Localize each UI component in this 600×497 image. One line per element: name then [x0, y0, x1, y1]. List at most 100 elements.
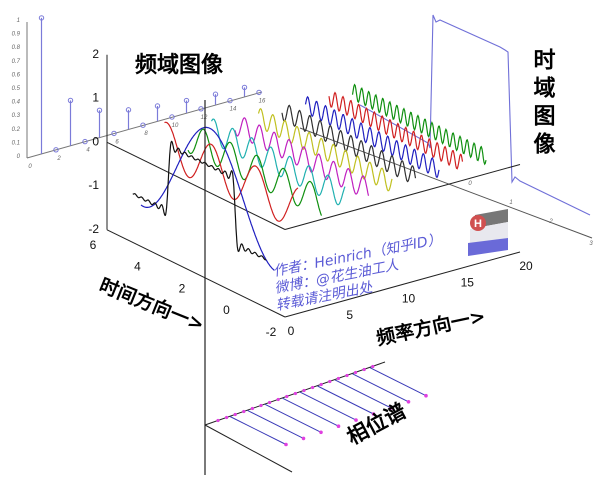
phase-stem-marker — [406, 400, 411, 404]
time-domain-signal-line — [359, 14, 591, 216]
frequency-tick: 10 — [402, 292, 416, 306]
magnitude-stem-marker — [111, 130, 117, 137]
magnitude-x-tick: 6 — [115, 139, 119, 145]
frequency-tick: 0 — [288, 324, 295, 338]
phase-stem-marker — [389, 406, 393, 410]
magnitude-stem-marker — [38, 15, 45, 21]
time-plot-x-tick: 0 — [468, 181, 472, 187]
time-direction-label: 时间方向一> — [96, 273, 207, 336]
phase-point — [250, 406, 254, 411]
time-domain-title: 时域图像 — [530, 48, 556, 160]
phase-stem — [334, 379, 392, 409]
frequency-axis — [284, 251, 521, 318]
magnitude-y-tick: 0.3 — [12, 113, 21, 119]
svg-text:时域图像: 时域图像 — [530, 48, 556, 160]
phase-point — [302, 388, 306, 393]
phase-stem-marker — [336, 424, 341, 429]
harmonic-sine-wave — [234, 117, 370, 196]
phase-stem — [247, 409, 304, 439]
time-tick: 6 — [90, 238, 97, 252]
phase-time-axis — [204, 424, 293, 473]
frequency-tick: 5 — [346, 308, 353, 322]
phase-point — [371, 364, 375, 369]
magnitude-stem-marker — [183, 97, 190, 104]
phase-stem-marker — [371, 412, 376, 416]
magnitude-y-tick: 0.7 — [12, 59, 21, 65]
magnitude-y-tick: 0.9 — [12, 32, 21, 38]
phase-stem — [264, 403, 322, 433]
phase-stem-marker — [354, 418, 358, 422]
phase-point — [319, 382, 323, 387]
magnitude-x-tick: 16 — [259, 98, 266, 104]
magnitude-x-tick: 2 — [56, 156, 61, 162]
magnitude-stem-marker — [169, 114, 175, 120]
harmonic-sine-wave — [210, 118, 346, 206]
logo-badge-icon — [470, 215, 486, 231]
time-tick: 0 — [223, 303, 230, 317]
frequency-domain-title: 频域图像 — [135, 52, 224, 78]
magnitude-x-tick: 4 — [86, 148, 90, 154]
time-plot-x-tick: 3 — [589, 241, 593, 247]
magnitude-stem-marker — [241, 84, 248, 91]
magnitude-y-tick: 1 — [17, 18, 20, 24]
z-tick: 2 — [92, 47, 99, 61]
phase-point — [362, 367, 366, 372]
watermark: 作者：Heinrich（知乎ID） 微博：@花生油工人 转载请注明出处 — [272, 232, 443, 314]
magnitude-y-tick: 0.1 — [12, 140, 20, 146]
magnitude-stem-marker — [198, 106, 204, 112]
harmonic-sine-wave — [304, 95, 440, 179]
phase-point — [285, 394, 289, 399]
phase-spectrum-label: 相位谱 — [343, 399, 410, 450]
magnitude-y-tick: 0.8 — [12, 45, 21, 51]
phase-stem-marker — [301, 436, 306, 441]
magnitude-stem-marker — [96, 107, 103, 114]
magnitude-stem-marker — [212, 91, 219, 97]
magnitude-stem-marker — [227, 97, 233, 104]
z-tick: 1 — [92, 91, 99, 105]
time-tick: -2 — [266, 325, 277, 339]
square-wave-sum — [132, 140, 267, 261]
time-tick: 2 — [179, 281, 186, 295]
magnitude-x-axis — [26, 91, 263, 159]
magnitude-x-tick: 10 — [172, 123, 179, 129]
logo-letter: H — [474, 218, 482, 230]
phase-stem — [282, 397, 339, 427]
time-axis — [106, 229, 286, 318]
phase-point — [328, 379, 332, 384]
magnitude-y-tick: 0.2 — [12, 127, 21, 133]
magnitude-x-tick: 8 — [144, 131, 148, 137]
zero-frequency-line — [284, 164, 521, 230]
magnitude-x-tick: 0 — [28, 164, 32, 170]
phase-spectrum-plot — [204, 361, 428, 473]
magnitude-stem-marker — [140, 122, 146, 128]
z-tick: -1 — [88, 178, 99, 192]
phase-point — [354, 370, 358, 375]
phase-stem — [299, 391, 357, 421]
phase-stem — [229, 416, 287, 445]
phase-stem-marker — [424, 393, 428, 398]
phase-stem-marker — [319, 430, 323, 435]
harmonic-sine-wave — [187, 128, 323, 216]
magnitude-stem-marker — [256, 89, 262, 96]
magnitude-stem-marker — [125, 107, 132, 113]
magnitude-y-tick: 0.5 — [12, 86, 21, 92]
phase-stem — [369, 367, 427, 397]
harmonic-sine-wave — [164, 121, 299, 222]
time-tick: 4 — [134, 260, 141, 274]
phase-stem — [352, 373, 409, 403]
magnitude-stem-marker — [82, 138, 88, 145]
time-plot-x-tick: 2 — [548, 219, 553, 225]
magnitude-stem-marker — [53, 147, 59, 153]
phase-point — [233, 412, 237, 417]
magnitude-y-tick: 0.4 — [12, 100, 21, 106]
phase-point — [293, 391, 297, 396]
phase-point — [276, 397, 280, 402]
phase-point — [242, 409, 246, 414]
time-plot-x-tick: 1 — [509, 200, 512, 206]
z-tick: -2 — [88, 222, 99, 236]
time-plot-x-axis — [299, 127, 593, 239]
magnitude-x-tick: 12 — [201, 115, 208, 121]
frequency-direction-label: 频率方向一> — [374, 304, 487, 350]
